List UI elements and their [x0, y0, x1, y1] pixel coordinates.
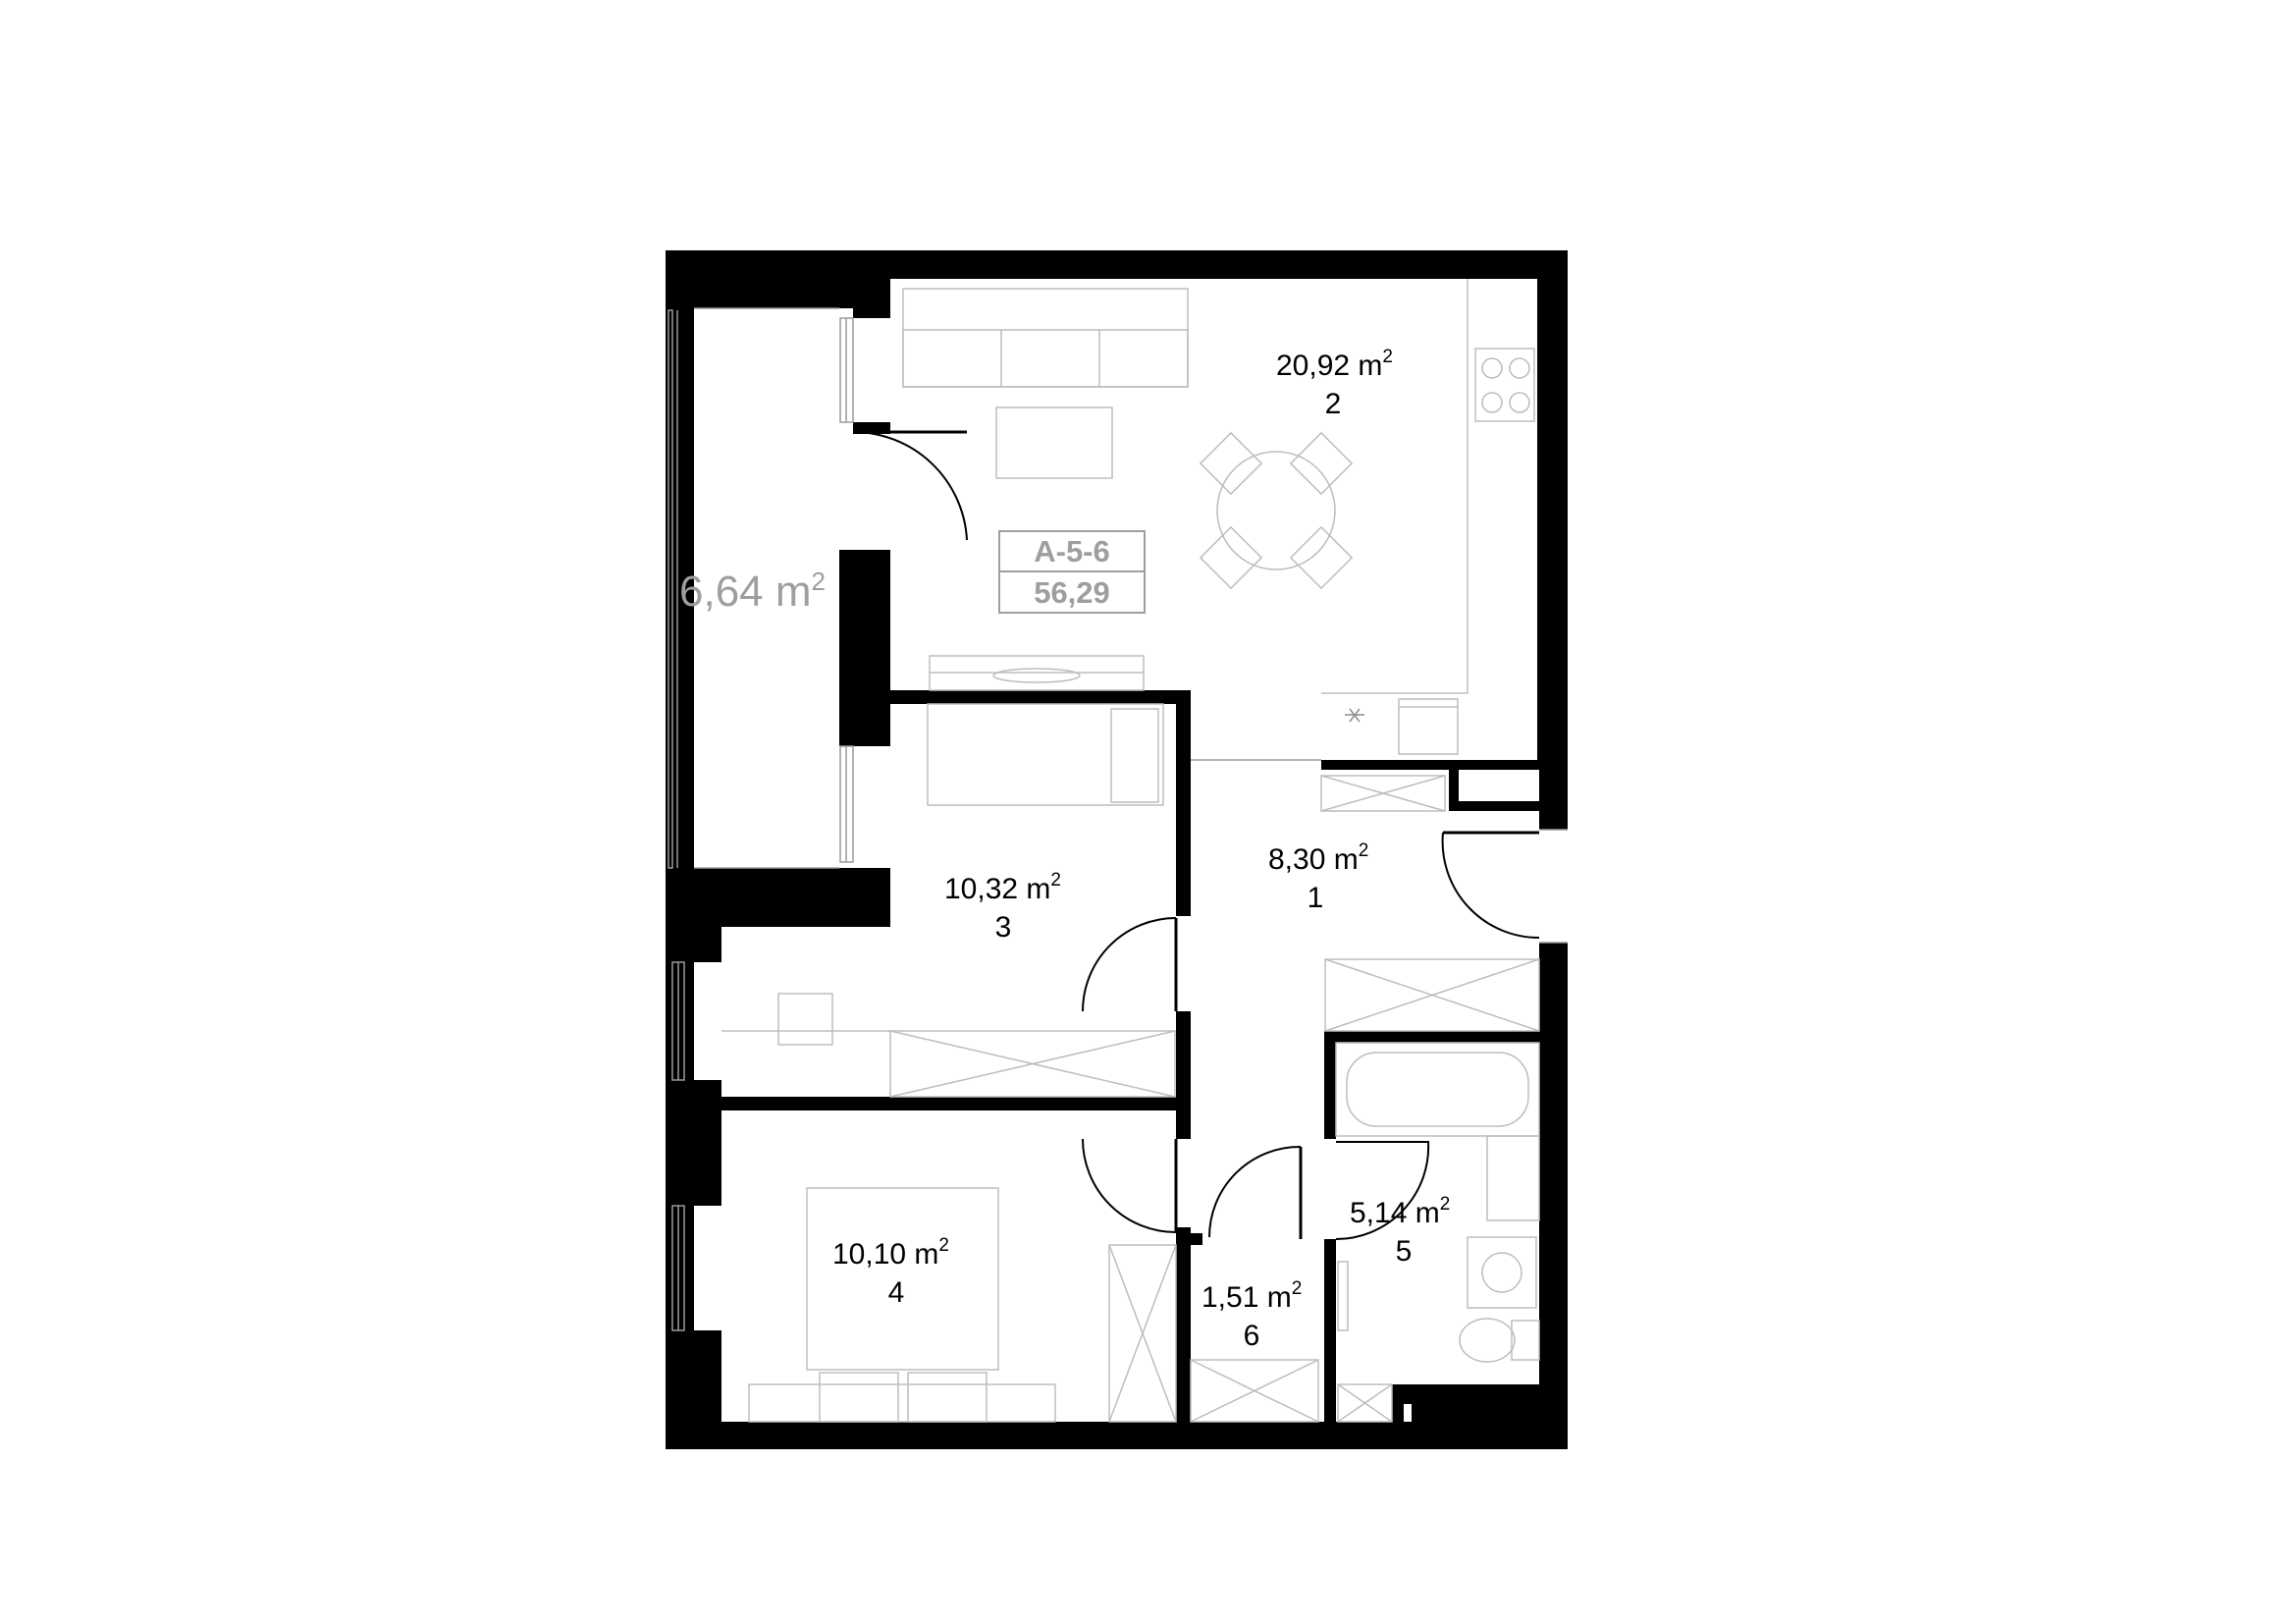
room-6-number: 6 [1244, 1320, 1260, 1352]
room-3-number: 3 [995, 911, 1012, 944]
room-4-area: 10,10 m2 [832, 1235, 949, 1271]
room-1-area: 8,30 m2 [1268, 840, 1368, 876]
room-6-area: 1,51 m2 [1201, 1278, 1302, 1314]
room-3-area: 10,32 m2 [944, 870, 1061, 905]
room-label-5: 5,14 m2 5 [1350, 1194, 1450, 1268]
room-1-number: 1 [1308, 882, 1324, 914]
room-2-area: 20,92 m2 [1276, 347, 1393, 382]
room-4-number: 4 [888, 1276, 905, 1309]
room-label-6: 1,51 m2 6 [1201, 1278, 1302, 1352]
balcony-label: 6,64 m2 [679, 567, 826, 616]
room-label-4: 10,10 m2 4 [832, 1235, 949, 1309]
room-2-number: 2 [1325, 388, 1342, 420]
room-5-number: 5 [1396, 1235, 1413, 1268]
room-5-area: 5,14 m2 [1350, 1194, 1450, 1229]
walls [666, 250, 1568, 1449]
unit-code: A-5-6 [1034, 534, 1110, 568]
furniture [721, 279, 1540, 1423]
balcony-area-text: 6,64 m2 [679, 567, 826, 616]
room-label-2: 20,92 m2 2 [1276, 347, 1393, 420]
room-label-3: 10,32 m2 3 [944, 870, 1061, 944]
doors [852, 430, 1540, 1241]
room-label-1: 8,30 m2 1 [1268, 840, 1368, 914]
unit-total-area: 56,29 [1034, 575, 1110, 610]
unit-tag: A-5-6 56,29 [998, 530, 1146, 614]
windows [667, 307, 1568, 1331]
